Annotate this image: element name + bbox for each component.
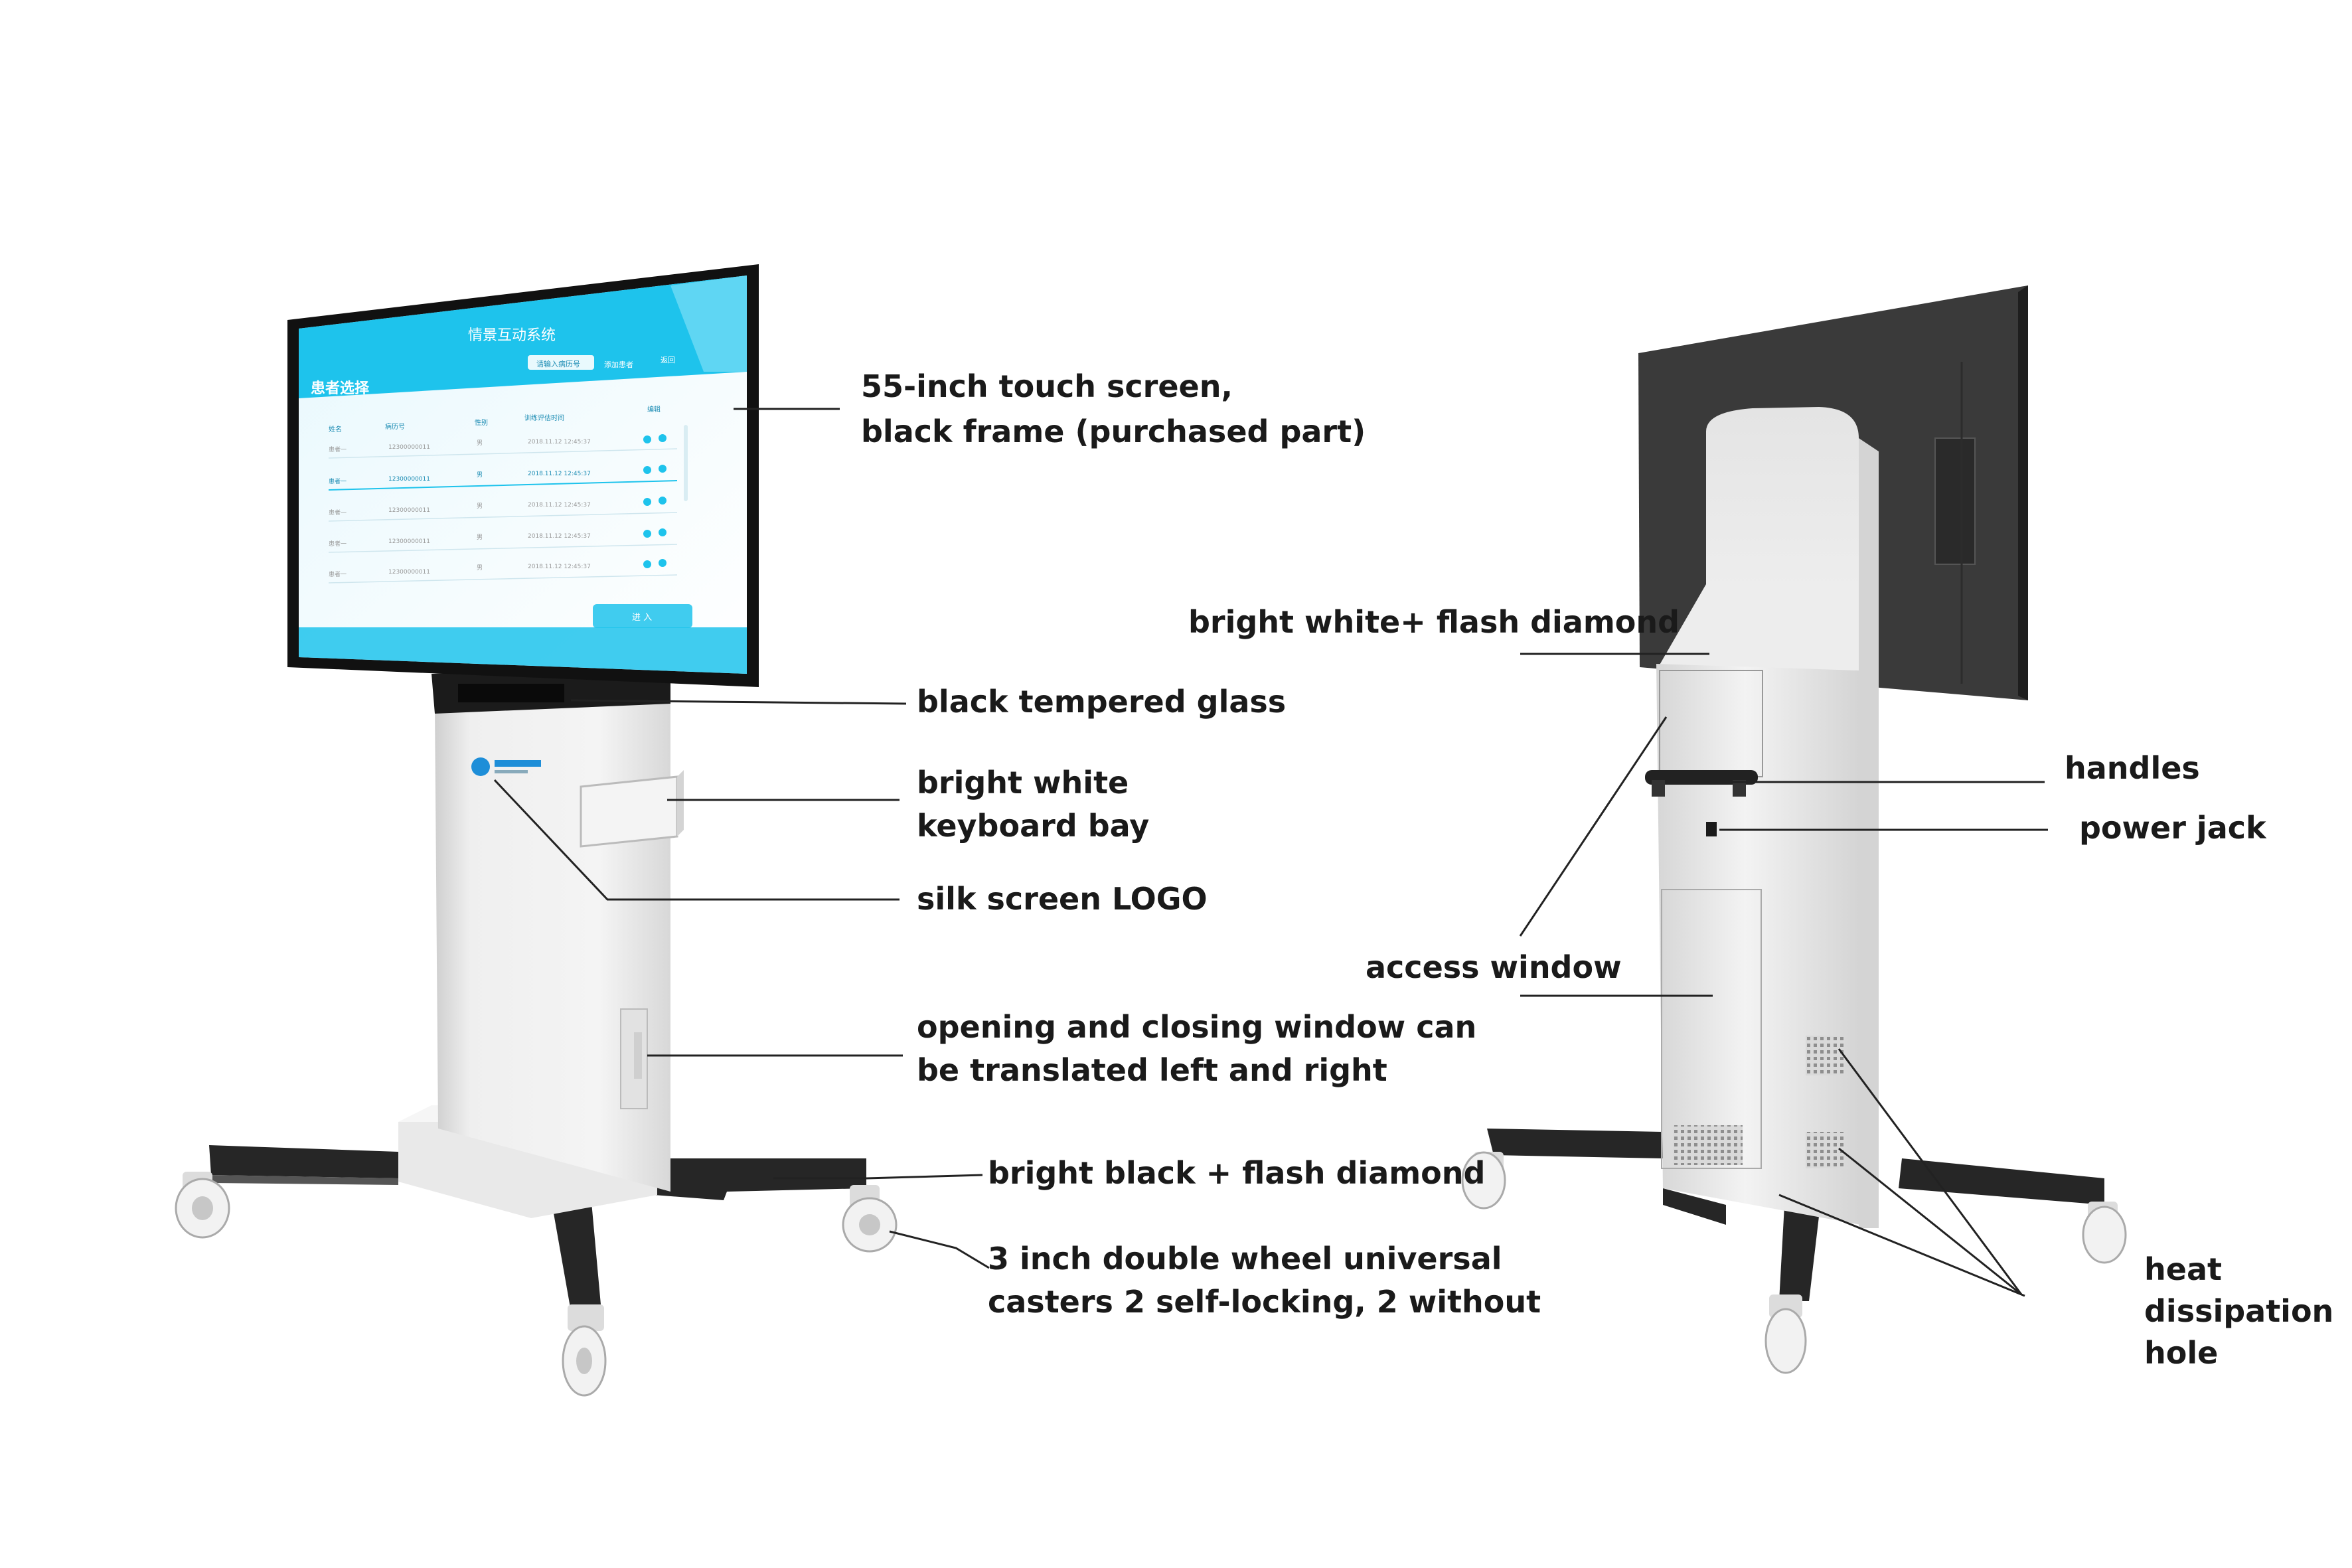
screen-footer-band bbox=[299, 627, 747, 674]
screen-col-record: 病历号 bbox=[385, 422, 405, 431]
row-edit-icon[interactable] bbox=[643, 498, 651, 506]
label-casters-line-1: 3 inch double wheel universal bbox=[988, 1241, 1502, 1277]
label-keyboard-bay-line-1: bright white bbox=[917, 765, 1129, 801]
row-delete-icon[interactable] bbox=[659, 528, 666, 536]
row-delete-icon[interactable] bbox=[659, 434, 666, 442]
screen-app-title: 情景互动系统 bbox=[468, 327, 556, 344]
row-time: 2018.11.12 12:45:37 bbox=[528, 471, 591, 477]
silk-screen-logo bbox=[471, 757, 541, 776]
leader-access-window bbox=[1519, 716, 1668, 937]
row-gender: 男 bbox=[477, 503, 483, 510]
row-gender: 男 bbox=[477, 534, 483, 541]
row-record: 12300000011 bbox=[388, 569, 430, 576]
row-delete-icon[interactable] bbox=[659, 497, 666, 505]
row-name: 患者一 bbox=[329, 445, 347, 453]
label-bright-black: bright black + flash diamond bbox=[988, 1155, 1486, 1191]
row-name: 患者一 bbox=[329, 570, 347, 578]
sliding-window bbox=[620, 1008, 648, 1109]
row-time: 2018.11.12 12:45:37 bbox=[528, 533, 591, 540]
table-row[interactable]: 患者一 12300000011 男 2018.11.12 12:45:37 bbox=[328, 528, 678, 553]
leader-heat-1 bbox=[1838, 1048, 2023, 1295]
leader-casters bbox=[889, 1230, 990, 1269]
row-edit-icon[interactable] bbox=[643, 466, 651, 474]
row-record: 12300000011 bbox=[388, 476, 430, 483]
row-time: 2018.11.12 12:45:37 bbox=[528, 502, 591, 509]
keyboard-bay bbox=[580, 770, 684, 848]
screen-col-name: 姓名 bbox=[329, 425, 342, 433]
screen-col-time: 训练评估时间 bbox=[524, 414, 564, 422]
label-window-line-2: be translated left and right bbox=[917, 1052, 1387, 1088]
table-row[interactable]: 患者一 12300000011 男 2018.11.12 12:45:37 bbox=[328, 497, 678, 522]
row-name: 患者一 bbox=[329, 540, 347, 548]
row-record: 12300000011 bbox=[388, 507, 430, 514]
leader-heat-2 bbox=[1838, 1147, 2022, 1296]
leader-tempered-glass bbox=[570, 699, 907, 705]
label-touch-screen-line-2: black frame (purchased part) bbox=[861, 414, 1366, 449]
screen-enter-label: 进 入 bbox=[632, 613, 652, 623]
label-silk-screen-logo: silk screen LOGO bbox=[917, 881, 1208, 917]
leader-heat-3 bbox=[1778, 1194, 2022, 1296]
label-power-jack: power jack bbox=[2079, 810, 2266, 846]
label-heat-line-2: dissipation bbox=[2144, 1293, 2334, 1329]
screen-enter-button[interactable] bbox=[593, 604, 692, 628]
front-casters bbox=[175, 1172, 898, 1397]
label-heat-line-1: heat bbox=[2144, 1251, 2222, 1287]
front-kiosk: 情景互动系统 患者选择 请输入病历号 添加患者 返回 姓名 病历号 性别 训练评… bbox=[175, 264, 898, 1397]
screen-table-rows: 患者一 12300000011 男 2018.11.12 12:45:37 患者… bbox=[328, 434, 678, 584]
label-handles: handles bbox=[2065, 750, 2200, 786]
power-jack bbox=[1706, 822, 1717, 836]
screen-search-box[interactable] bbox=[528, 355, 594, 370]
row-edit-icon[interactable] bbox=[643, 435, 651, 443]
label-tempered-glass: black tempered glass bbox=[917, 684, 1287, 720]
row-gender: 男 bbox=[477, 564, 483, 572]
row-record: 12300000011 bbox=[388, 444, 430, 451]
label-bright-white-diamond: bright white+ flash diamond bbox=[1188, 604, 1680, 640]
leader-heat-4 bbox=[2021, 1293, 2025, 1297]
front-monitor: 情景互动系统 患者选择 请输入病历号 添加患者 返回 姓名 病历号 性别 训练评… bbox=[287, 264, 759, 687]
leader-logo bbox=[493, 779, 900, 901]
table-row[interactable]: 患者一 12300000011 男 2018.11.12 12:45:37 bbox=[328, 559, 678, 584]
screen-section-title: 患者选择 bbox=[311, 380, 370, 397]
row-edit-icon[interactable] bbox=[643, 530, 651, 538]
screen-scrollbar[interactable] bbox=[684, 425, 688, 501]
leader-bright-black bbox=[773, 1174, 983, 1180]
screen-tab-add[interactable]: 添加患者 bbox=[604, 360, 633, 369]
leader-lines bbox=[493, 408, 2048, 1297]
screen-header-band bbox=[299, 275, 747, 398]
row-name: 患者一 bbox=[329, 509, 347, 516]
label-casters-line-2: casters 2 self-locking, 2 without bbox=[988, 1284, 1541, 1320]
row-gender: 男 bbox=[477, 471, 483, 479]
screen-tab-search[interactable]: 请输入病历号 bbox=[536, 359, 580, 368]
row-delete-icon[interactable] bbox=[659, 559, 666, 567]
label-keyboard-bay-line-2: keyboard bay bbox=[917, 808, 1150, 844]
row-time: 2018.11.12 12:45:37 bbox=[528, 564, 591, 570]
row-record: 12300000011 bbox=[388, 538, 430, 545]
lower-door bbox=[1661, 889, 1762, 1169]
row-delete-icon[interactable] bbox=[659, 465, 666, 473]
row-edit-icon[interactable] bbox=[643, 560, 651, 568]
screen-col-gender: 性别 bbox=[475, 418, 488, 427]
label-window-line-1: opening and closing window can bbox=[917, 1009, 1477, 1045]
label-touch-screen-line-1: 55-inch touch screen, bbox=[861, 368, 1233, 404]
screen-tab-back[interactable]: 返回 bbox=[661, 356, 675, 364]
row-name: 患者一 bbox=[329, 477, 347, 485]
row-time: 2018.11.12 12:45:37 bbox=[528, 439, 591, 445]
back-casters bbox=[1461, 1151, 2127, 1374]
table-row[interactable]: 患者一 12300000011 男 2018.11.12 12:45:37 bbox=[328, 465, 678, 491]
label-heat-line-3: hole bbox=[2144, 1335, 2219, 1371]
front-column bbox=[431, 667, 684, 1192]
heat-dissipation-holes bbox=[1673, 1036, 1845, 1168]
table-row[interactable]: 患者一 12300000011 男 2018.11.12 12:45:37 bbox=[328, 434, 678, 459]
screen-col-edit: 编辑 bbox=[647, 405, 661, 414]
row-gender: 男 bbox=[477, 439, 483, 447]
label-access-window: access window bbox=[1366, 949, 1622, 985]
